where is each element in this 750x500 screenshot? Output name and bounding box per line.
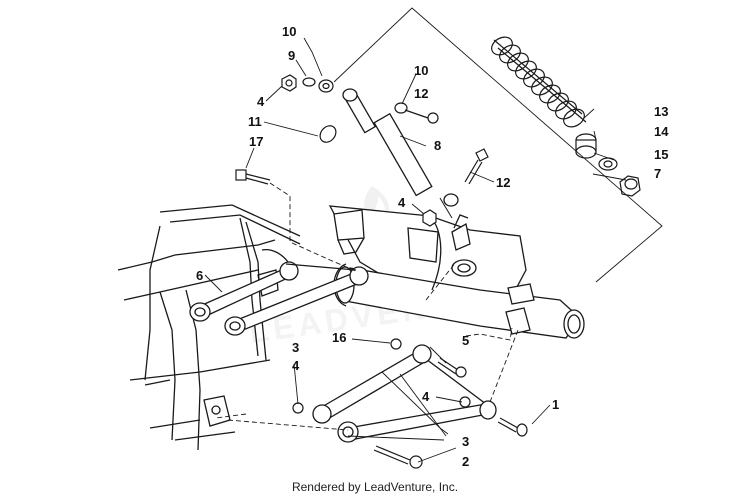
callout-15: 15: [654, 147, 668, 162]
lower-a-arm: [312, 344, 497, 443]
callout-12-mid: 12: [496, 175, 510, 190]
upper-a-arm: [189, 261, 369, 336]
frame-bracket: [203, 395, 231, 427]
callout-13: 13: [654, 104, 668, 119]
callout-14: 14: [654, 124, 669, 139]
callout-11: 11: [248, 114, 262, 129]
callout-2: 2: [462, 454, 469, 469]
callout-12-top: 12: [414, 86, 428, 101]
spring-kit: [491, 36, 641, 197]
callout-8: 8: [434, 138, 441, 153]
callout-16: 16: [332, 330, 346, 345]
callout-10-right: 10: [414, 63, 428, 78]
callout-17: 17: [249, 134, 263, 149]
callout-9: 9: [288, 48, 295, 63]
callout-5: 5: [462, 333, 469, 348]
callout-4-right: 4: [422, 389, 430, 404]
leader-lines: [204, 7, 663, 463]
axle-housing: [328, 205, 585, 339]
callout-10-top: 10: [282, 24, 296, 39]
callout-7: 7: [654, 166, 661, 181]
callout-3-upper: 3: [292, 340, 299, 355]
shock-absorber: [342, 88, 459, 219]
part-callouts: 10 9 4 10 12 11 17 8 12 4 6 3 16 5 4 4 1…: [196, 24, 669, 469]
hardware-parts: [235, 74, 528, 469]
callout-4-top: 4: [257, 94, 265, 109]
callout-4-mid: 4: [398, 195, 406, 210]
callout-6: 6: [196, 268, 203, 283]
render-credit: Rendered by LeadVenture, Inc.: [291, 480, 459, 494]
callout-4-left: 4: [292, 358, 300, 373]
callout-1: 1: [552, 397, 559, 412]
callout-3-lower: 3: [462, 434, 469, 449]
